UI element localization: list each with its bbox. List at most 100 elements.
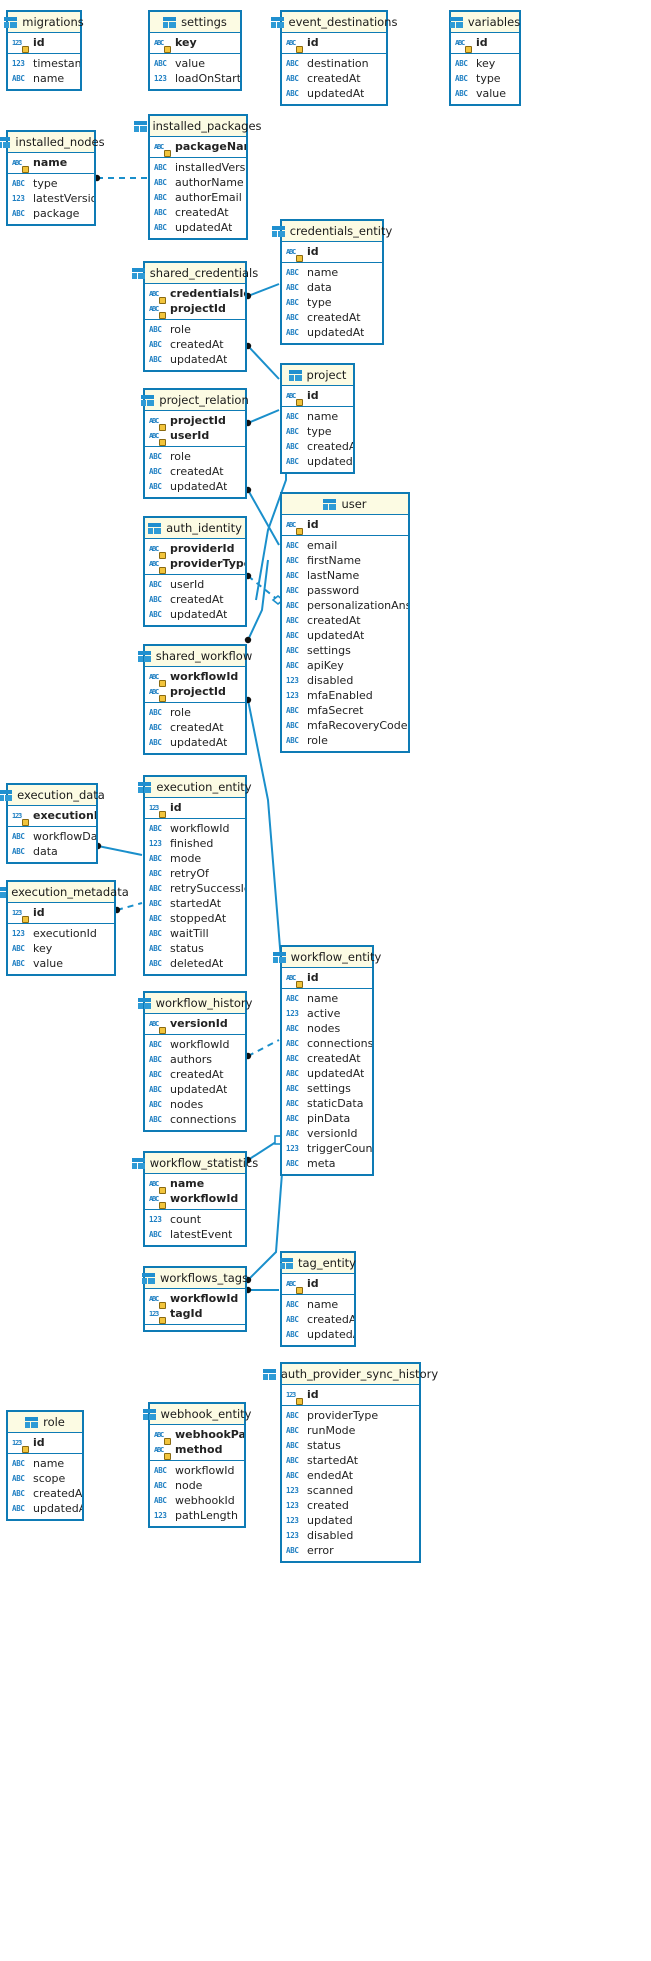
table-column: scanned	[282, 1483, 419, 1498]
table-column: role	[282, 733, 408, 748]
table-column: loadOnStartup	[150, 71, 240, 86]
text-type-icon	[286, 613, 303, 628]
column-name: name	[33, 1457, 65, 1470]
text-type-icon	[149, 1082, 166, 1097]
text-type-icon	[12, 844, 29, 859]
column-name: name	[170, 1177, 205, 1190]
number-type-icon	[12, 191, 29, 206]
entity-table-workflow_statistics[interactable]: workflow_statisticsnameworkflowIdcountla…	[131, 1151, 258, 1247]
primary-key-column: id	[282, 1387, 419, 1405]
column-name: personalizationAnswers	[307, 599, 408, 612]
entity-table-installed_nodes[interactable]: installed_nodesnametypelatestVersionpack…	[0, 130, 105, 226]
column-name: stoppedAt	[170, 912, 227, 925]
text-type-icon	[286, 71, 303, 86]
entity-table-project_relation[interactable]: project_relationprojectIduserIdrolecreat…	[141, 388, 249, 499]
column-name: email	[307, 539, 338, 552]
entity-table-execution_data[interactable]: execution_dataexecutionIdworkflowDatadat…	[0, 783, 105, 864]
text-type-icon	[149, 911, 166, 926]
columns-section: workflowIdnodewebhookIdpathLength	[150, 1461, 244, 1526]
entity-table-shared_credentials[interactable]: shared_credentialscredentialsIdprojectId…	[131, 261, 258, 372]
relationship-line	[247, 345, 280, 380]
primary-key-column: tagId	[145, 1306, 245, 1324]
column-name: versionId	[307, 1127, 358, 1140]
entity-table-installed_packages[interactable]: installed_packagespackageNameinstalledVe…	[134, 114, 262, 240]
column-name: error	[307, 1544, 334, 1557]
primary-key-section: webhookPathmethod	[150, 1425, 244, 1461]
table-column: createdAt	[145, 464, 245, 479]
text-type-icon	[12, 1456, 29, 1471]
column-name: nodes	[170, 1098, 204, 1111]
entity-table-auth_provider_sync_history[interactable]: auth_provider_sync_historyidproviderType…	[262, 1362, 438, 1563]
text-type-icon	[286, 733, 303, 748]
column-name: created	[307, 1499, 349, 1512]
text-type-icon	[286, 643, 303, 658]
text-type-icon	[149, 1176, 166, 1194]
table-column: mfaSecret	[282, 703, 408, 718]
table-icon	[138, 781, 152, 793]
text-type-icon	[286, 1276, 303, 1294]
text-type-icon	[12, 176, 29, 191]
entity-table-workflow_entity[interactable]: workflow_entityidnameactivenodesconnecti…	[272, 945, 381, 1176]
entity-table-workflows_tags[interactable]: workflows_tagsworkflowIdtagId	[141, 1266, 249, 1332]
column-name: role	[170, 450, 191, 463]
text-type-icon	[286, 1438, 303, 1453]
column-name: id	[33, 36, 45, 49]
text-type-icon	[12, 1471, 29, 1486]
primary-key-column: id	[145, 800, 245, 818]
table-column: authorEmail	[150, 190, 246, 205]
entity-table-variables[interactable]: variablesidkeytypevalue	[449, 10, 521, 106]
text-type-icon	[12, 71, 29, 86]
columns-section: workflowIdauthorscreatedAtupdatedAtnodes…	[145, 1035, 245, 1130]
entity-table-execution_metadata[interactable]: execution_metadataidexecutionIdkeyvalue	[0, 880, 129, 976]
table-column: scope	[8, 1471, 82, 1486]
table-column: personalizationAnswers	[282, 598, 408, 613]
column-name: name	[307, 992, 339, 1005]
table-column: key	[8, 941, 114, 956]
text-type-icon	[286, 265, 303, 280]
primary-key-section: credentialsIdprojectId	[145, 284, 245, 320]
primary-key-section: id	[8, 903, 114, 924]
text-type-icon	[149, 851, 166, 866]
column-name: value	[476, 87, 507, 100]
entity-table-tag_entity[interactable]: tag_entityidnamecreatedAtupdatedAt	[280, 1251, 356, 1347]
text-type-icon	[149, 1016, 166, 1034]
primary-key-section: key	[150, 33, 240, 54]
entity-table-project[interactable]: projectidnametypecreatedAtupdatedAt	[280, 363, 355, 474]
entity-table-shared_workflow[interactable]: shared_workflowworkflowIdprojectIdrolecr…	[137, 644, 252, 755]
text-type-icon	[149, 592, 166, 607]
text-type-icon	[286, 991, 303, 1006]
entity-table-webhook_entity[interactable]: webhook_entitywebhookPathmethodworkflowI…	[142, 1402, 251, 1528]
primary-key-section: id	[282, 1385, 419, 1406]
columns-section: nameactivenodesconnectionscreatedAtupdat…	[282, 989, 372, 1174]
entity-table-workflow_history[interactable]: workflow_historyversionIdworkflowIdautho…	[137, 991, 252, 1132]
column-name: workflowId	[170, 822, 230, 835]
column-name: updatedAt	[307, 326, 365, 339]
text-type-icon	[286, 1096, 303, 1111]
entity-table-credentials_entity[interactable]: credentials_entityidnamedatatypecreatedA…	[271, 219, 392, 345]
primary-key-column: projectId	[145, 413, 245, 431]
table-column: error	[282, 1543, 419, 1558]
text-type-icon	[149, 1112, 166, 1127]
entity-name: workflows_tags	[159, 1271, 249, 1285]
entity-table-auth_identity[interactable]: auth_identityproviderIdproviderTypeuserI…	[143, 516, 247, 627]
column-name: scanned	[307, 1484, 354, 1497]
column-name: disabled	[307, 674, 354, 687]
entity-name: tag_entity	[298, 1256, 356, 1270]
number-type-icon	[12, 808, 29, 826]
table-column: settings	[282, 1081, 372, 1096]
entity-table-user[interactable]: useridemailfirstNamelastNamepasswordpers…	[280, 492, 410, 753]
text-type-icon	[149, 1227, 166, 1242]
columns-section: rolecreatedAtupdatedAt	[145, 703, 245, 753]
entity-table-migrations[interactable]: migrationsidtimestampname	[4, 10, 84, 91]
column-name: mfaRecoveryCodes	[307, 719, 408, 732]
entity-table-execution_entity[interactable]: execution_entityidworkflowIdfinishedmode…	[138, 775, 252, 976]
column-name: apiKey	[307, 659, 344, 672]
entity-table-settings[interactable]: settingskeyvalueloadOnStartup	[148, 10, 242, 91]
column-name: lastName	[307, 569, 360, 582]
column-name: name	[33, 72, 65, 85]
table-column: name	[282, 409, 353, 424]
entity-table-role[interactable]: roleidnamescopecreatedAtupdatedAt	[6, 1410, 84, 1521]
primary-key-column: id	[282, 517, 408, 535]
entity-table-event_destinations[interactable]: event_destinationsiddestinationcreatedAt…	[270, 10, 397, 106]
